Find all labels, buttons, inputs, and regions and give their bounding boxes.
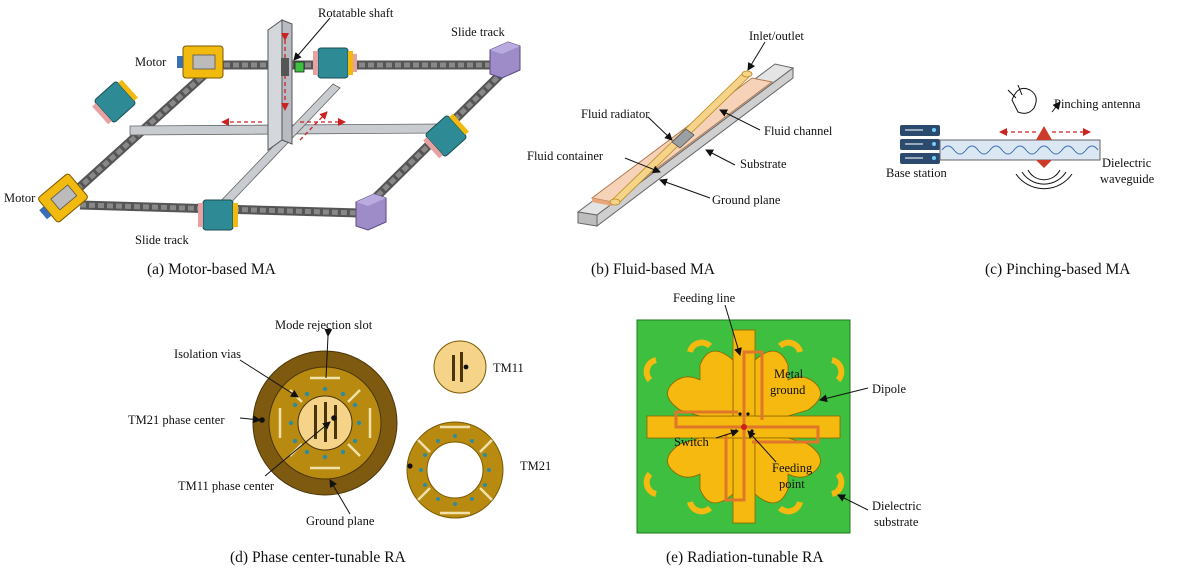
label-ground-plane-b: Ground plane: [712, 193, 781, 207]
caption-e: (e) Radiation-tunable RA: [666, 549, 824, 566]
panel-b-fluid-based-ma: Inlet/outlet Fluid radiator Fluid channe…: [527, 29, 833, 278]
label-feeding-line: Feeding line: [673, 291, 736, 305]
caption-c: (c) Pinching-based MA: [985, 261, 1131, 278]
label-fluid-container: Fluid container: [527, 149, 604, 163]
label-pinching-antenna: Pinching antenna: [1054, 97, 1141, 111]
label-isolation-vias: Isolation vias: [174, 347, 241, 361]
label-dielectric-substrate-line1: Dielectric: [872, 499, 922, 513]
caption-b: (b) Fluid-based MA: [591, 261, 716, 278]
motor-icon-top: [177, 45, 224, 79]
label-metal-line1: Metal: [774, 367, 804, 381]
rotatable-shaft-plate: [267, 19, 305, 151]
label-feeding-point-line1: Feeding: [772, 461, 813, 475]
label-dielectric-substrate-line2: substrate: [874, 515, 919, 529]
label-tm21-phase-center: TM21 phase center: [128, 413, 225, 427]
label-tm11: TM11: [493, 361, 524, 375]
label-rotatable-shaft: Rotatable shaft: [318, 6, 394, 20]
panel-e-radiation-tunable-ra: Feeding line Metal ground Dipole Switch …: [636, 291, 922, 566]
panel-a-motor-based-ma: Rotatable shaft Slide track Motor Motor …: [4, 6, 521, 278]
label-tm21: TM21: [520, 459, 551, 473]
label-fluid-channel: Fluid channel: [764, 124, 833, 138]
label-inlet-outlet: Inlet/outlet: [749, 29, 804, 43]
caption-d: (d) Phase center-tunable RA: [230, 549, 407, 566]
label-ground-plane-d: Ground plane: [306, 514, 375, 528]
actuator-blocks: [92, 47, 469, 231]
label-motor-left: Motor: [4, 191, 36, 205]
caption-a: (a) Motor-based MA: [147, 261, 277, 278]
label-tm11-phase-center: TM11 phase center: [178, 479, 275, 493]
pinch-hand-icon: [1007, 84, 1037, 114]
label-slide-track-top: Slide track: [451, 25, 506, 39]
label-fluid-radiator: Fluid radiator: [581, 107, 650, 121]
label-slide-track-bottom: Slide track: [135, 233, 190, 247]
label-switch: Switch: [674, 435, 709, 449]
label-dielectric-line1: Dielectric: [1102, 156, 1152, 170]
label-dipole: Dipole: [872, 382, 906, 396]
slide-block-bottom: [355, 193, 387, 231]
label-feeding-point-line2: point: [779, 477, 805, 491]
label-base-station: Base station: [886, 166, 948, 180]
label-motor-top: Motor: [135, 55, 167, 69]
label-mode-rejection-slot: Mode rejection slot: [275, 318, 373, 332]
slide-block-top: [489, 41, 521, 79]
label-dielectric-line2: waveguide: [1100, 172, 1155, 186]
panel-d-phase-center-tunable-ra: Mode rejection slot Isolation vias TM21 …: [128, 318, 551, 566]
label-substrate: Substrate: [740, 157, 787, 171]
base-station-icon: [900, 125, 940, 164]
motor-icon-left: [38, 173, 88, 223]
panel-c-pinching-based-ma: Pinching antenna Base station Dielectric…: [886, 84, 1155, 278]
label-ground-line2: ground: [770, 383, 806, 397]
